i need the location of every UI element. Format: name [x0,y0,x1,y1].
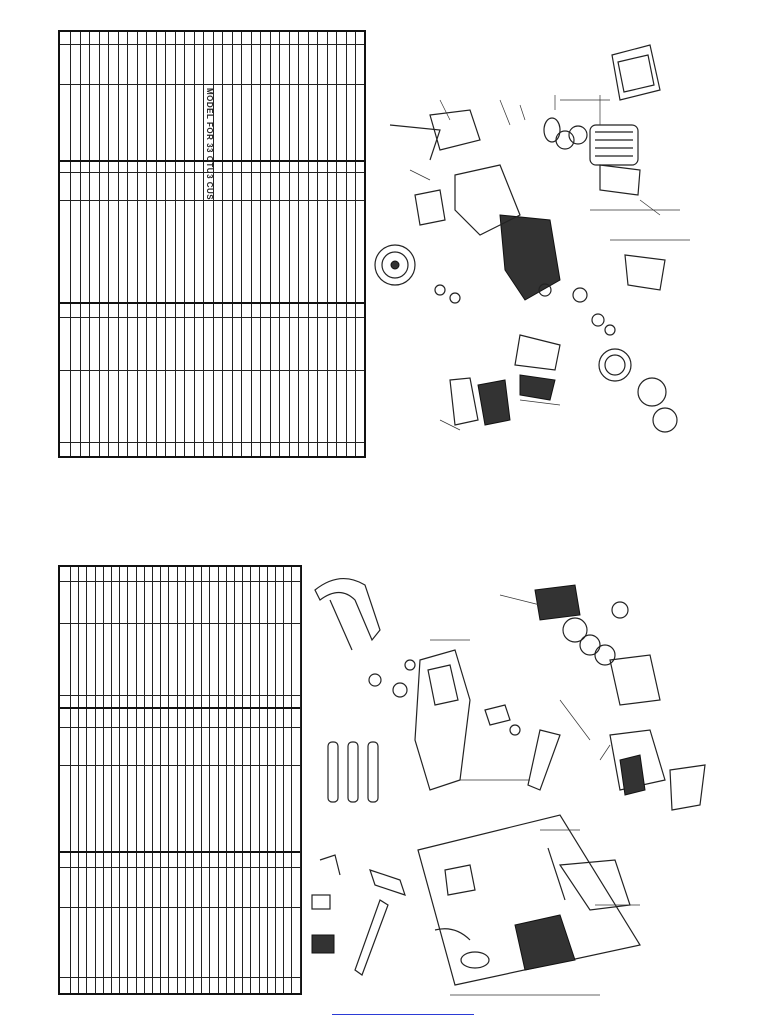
table-column-rule [317,32,318,456]
table-column-rule [234,567,235,993]
table-row-rule [60,867,300,868]
table-column-rule [218,567,219,993]
top-parts-table [58,30,366,458]
rear-handle-assembly-box [417,814,641,986]
table-column-rule [146,32,147,456]
bottom-parts-table [58,565,302,995]
table-column-rule [327,32,328,456]
table-column-rule [250,567,251,993]
table-column-rule [118,32,119,456]
table-column-rule [127,32,128,456]
table-column-rule [137,32,138,456]
table-column-rule [194,32,195,456]
table-column-rule [283,567,284,993]
cylinder-part [589,124,639,166]
table-column-rule [168,567,169,993]
table-column-rule [232,32,233,456]
table-row-rule [60,765,300,766]
table-column-rule [201,567,202,993]
table-column-rule [136,567,137,993]
table-column-rule [156,32,157,456]
table-row-rule [60,695,300,696]
table-row-rule [60,977,300,978]
table-column-rule [70,567,71,993]
table-row-rule [60,707,300,709]
table-column-rule [346,32,347,456]
table-column-rule [298,32,299,456]
front-handle-part [314,578,381,642]
table-column-rule [111,567,112,993]
table-column-rule [336,32,337,456]
table-column-rule [86,567,87,993]
table-column-rule [267,567,268,993]
flywheel-part [374,244,416,286]
table-column-rule [209,567,210,993]
table-column-rule [226,567,227,993]
bottom-link[interactable] [332,1014,474,1015]
table-row-rule [60,581,300,582]
table-column-rule [291,567,292,993]
guide-bar-part [327,741,379,803]
top-engine-diagram [374,44,690,433]
table-column-rule [203,32,204,456]
table-row-rule [60,317,364,318]
table-column-rule [160,567,161,993]
table-row-rule [60,44,364,45]
table-column-rule [222,32,223,456]
table-column-rule [184,32,185,456]
table-row-rule [60,160,364,162]
table-column-rule [241,32,242,456]
table-row-rule [60,623,300,624]
table-row-rule [60,851,300,853]
table-column-rule [95,567,96,993]
table-column-rule [308,32,309,456]
table-row-rule [60,84,364,85]
table-column-rule [260,32,261,456]
clutch-drum-part [598,348,678,433]
table-row-rule [60,727,300,728]
table-column-rule [103,567,104,993]
table-column-rule [78,567,79,993]
table-column-rule [165,32,166,456]
table-column-rule [193,567,194,993]
table-column-rule [185,567,186,993]
table-column-rule [242,567,243,993]
table-column-rule [300,567,301,993]
table-column-rule [99,32,100,456]
table-column-rule [289,32,290,456]
air-filter-cover [611,44,661,101]
table-column-rule [177,567,178,993]
table-row-rule [60,370,364,371]
table-column-rule [108,32,109,456]
table-column-rule [213,32,214,456]
table-row-rule [60,172,364,173]
crankcase-part [499,214,561,301]
table-column-rule [89,32,90,456]
table-row-rule [60,907,300,908]
table-column-rule [355,32,356,456]
table-row-rule [60,442,364,443]
table-column-rule [259,567,260,993]
table-column-rule [152,567,153,993]
table-column-rule [270,32,271,456]
table-column-rule [175,32,176,456]
table-column-rule [80,32,81,456]
table-column-rule [127,567,128,993]
table-column-rule [275,567,276,993]
table-column-rule [70,32,71,456]
table-column-rule [144,567,145,993]
table-column-rule [279,32,280,456]
table-row-rule [60,302,364,304]
table-column-rule [251,32,252,456]
table-column-rule [119,567,120,993]
main-housing-part [414,649,471,791]
table-row-rule [60,200,364,201]
